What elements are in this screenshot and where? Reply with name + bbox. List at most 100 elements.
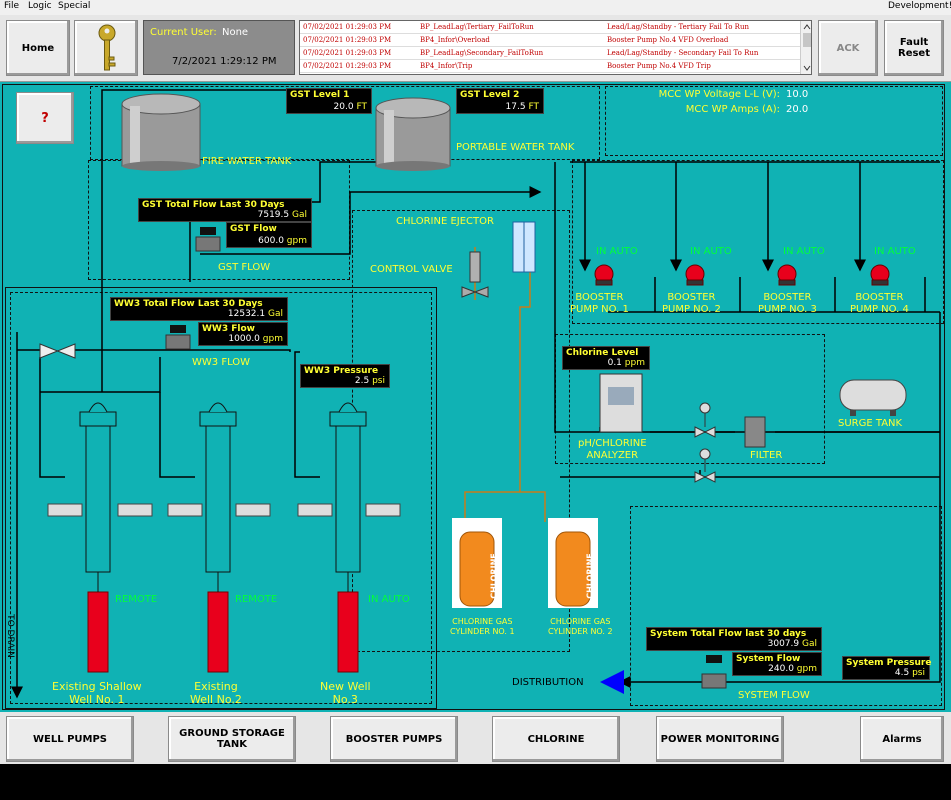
portable-water-tank-label: PORTABLE WATER TANK [456,142,575,153]
well-1-icon [79,402,117,673]
piping-diagram [11,89,941,699]
pump-2-status: IN AUTO [690,246,732,257]
ww3-flow-meter-icon [165,325,191,350]
user-label: Current User: [150,27,217,38]
cylinder-2-name: CHLORINE GAS CYLINDER NO. 2 [548,617,613,636]
well-3-icon [329,402,367,673]
help-button[interactable]: ? [16,92,74,144]
ack-button[interactable]: ACK [818,20,878,76]
system-flow-label: SYSTEM FLOW [738,690,810,701]
pump-3-name: BOOSTER PUMP NO. 3 [758,292,817,315]
scroll-arrows-icon [803,24,811,71]
surge-tank-icon [839,379,907,416]
home-label: Home [21,42,55,54]
pump-3-status: IN AUTO [783,246,825,257]
nav-well-pumps-button[interactable]: WELL PUMPS [6,716,134,762]
alarm-scrollbar[interactable] [800,21,811,74]
well-2-status: REMOTE [235,594,278,605]
gst-flow-label: GST FLOW [218,262,271,273]
chlorine-ejector-icon [512,221,536,273]
cylinder-1-name: CHLORINE GAS CYLINDER NO. 1 [450,617,515,636]
menu-file[interactable]: File [4,1,20,11]
mcc-amps-label: MCC WP Amps (A): [685,104,780,115]
control-valve-icon [461,251,489,298]
analyzer-label: pH/CHLORINE ANALYZER [578,438,647,461]
fire-water-tank-label: FIRE WATER TANK [202,156,292,167]
filter-label: FILTER [750,450,783,461]
check-valve-icon [694,402,716,438]
mcc-amps-value: 20.0 [786,104,809,115]
menu-development[interactable]: Development! [888,1,951,11]
home-button[interactable]: Home [6,20,70,76]
system-flow-meter-icon [701,655,727,689]
portable-water-tank-icon [375,97,451,171]
bottom-blank-area [0,764,951,800]
cylinder-2-text: CHLORINE [585,553,595,599]
process-area: ? FIRE WATER TANK PORTABLE WATER TANK GS… [0,82,951,712]
distribution-arrow-icon [600,670,624,694]
pump-1-name: BOOSTER PUMP NO. 1 [570,292,629,315]
well-3-status: IN AUTO [368,594,410,605]
ground-hatch-icon [47,503,401,517]
to-drain-label: TO DRAIN [4,614,15,658]
menu-special[interactable]: Special [58,1,91,11]
pump-4-status: IN AUTO [874,246,916,257]
mcc-voltage-label: MCC WP Voltage L-L (V): [658,89,780,100]
well-2-icon [199,402,237,673]
booster-pump-2-icon [685,264,705,286]
chlorine-ejector-label: CHLORINE EJECTOR [396,216,494,227]
pump-2-name: BOOSTER PUMP NO. 2 [662,292,721,315]
menu-logic[interactable]: Logic [28,1,52,11]
filter-icon [744,416,766,448]
nav-power-monitoring-button[interactable]: POWER MONITORING [656,716,784,762]
login-button[interactable] [74,20,138,76]
mcc-voltage-value: 10.0 [786,89,809,100]
ww3-flow-label: WW3 FLOW [192,357,251,368]
nav-alarms-button[interactable]: Alarms [860,716,944,762]
well-1-name: Existing Shallow Well No. 1 [52,680,142,706]
analyzer-icon [599,373,643,433]
chlorine-cylinder-1-icon [452,518,502,608]
well-3-name: New Well No.3 [320,680,371,706]
user-value: None [222,27,249,38]
cylinder-1-text: CHLORINE [489,553,499,599]
distribution-label: DISTRIBUTION [512,677,584,688]
menu-bar: File Logic Special Development! [0,0,951,15]
navigation-bar [0,712,951,764]
control-valve-label: CONTROL VALVE [370,264,453,275]
nav-booster-pumps-button[interactable]: BOOSTER PUMPS [330,716,458,762]
gate-valve-icon [39,343,76,359]
well-2-name: Existing Well No.2 [190,680,242,706]
surge-tank-label: SURGE TANK [838,418,903,429]
key-icon [98,24,116,71]
user-panel: Current User: None 7/2/2021 1:29:12 PM [143,20,295,75]
chlorine-cylinder-2-icon [548,518,598,608]
fault-reset-button[interactable]: Fault Reset [884,20,944,76]
nav-chlorine-button[interactable]: CHLORINE [492,716,620,762]
booster-pump-1-icon [594,264,614,286]
fire-water-tank-icon [121,93,201,171]
well-1-status: REMOTE [115,594,158,605]
booster-pump-3-icon [777,264,797,286]
nav-ground-storage-tank-button[interactable]: GROUND STORAGE TANK [168,716,296,762]
booster-pump-4-icon [870,264,890,286]
gst-flow-meter-icon [195,227,221,252]
pump-4-name: BOOSTER PUMP NO. 4 [850,292,909,315]
pump-1-status: IN AUTO [596,246,638,257]
